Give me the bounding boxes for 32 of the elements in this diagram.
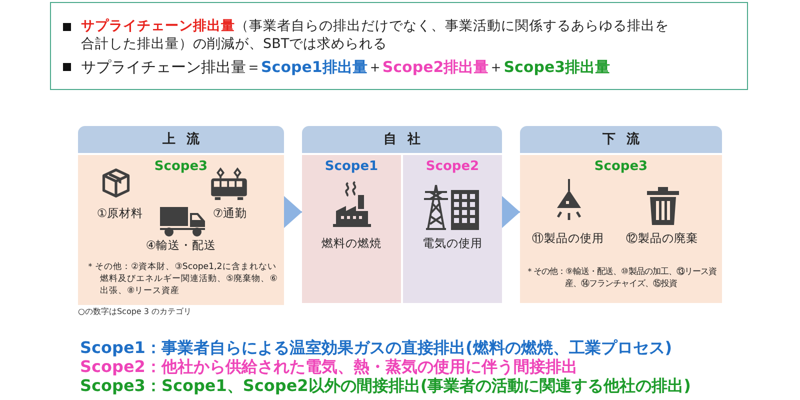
header-label: 上 流	[162, 130, 200, 149]
scope-label: Scope3	[593, 159, 649, 176]
header-bar	[302, 126, 502, 153]
header-label: 自 社	[382, 131, 422, 149]
item-label: ⑦通勤	[212, 206, 248, 220]
item-label: ⑪製品の使用	[531, 231, 605, 246]
item-label: ⑫製品の廃棄	[625, 231, 699, 246]
statement-text: サプライチェーン排出量（事業者自らの排出だけでなく、事業活動に関係するあらゆる排出を合計した排出量）の削減が、SBTでは求められる	[81, 17, 670, 53]
definition-text: Scope3：Scope1、Scope2以外の間接排出(事業者の活動に関連する他社の排出)	[80, 376, 691, 395]
formula-text: サプライチェーン排出量＝Scope1排出量＋Scope2排出量＋Scope3排出量	[81, 57, 610, 77]
scope-panel	[520, 155, 722, 303]
item-label: 電気の使用	[422, 236, 484, 250]
info-box	[50, 2, 748, 90]
header-bar	[520, 126, 722, 153]
item-label: ④輸送・配送	[144, 238, 218, 252]
arrow	[284, 196, 302, 228]
scope-panel	[78, 155, 284, 305]
scope-panel	[302, 155, 401, 303]
footnote-text: ○の数字はScope 3 のカテゴリ	[78, 307, 192, 317]
scope-panel	[403, 155, 502, 303]
note-text: ＊その他：⑨輸送・配送、⑩製品の加工、⑬リース資産、⑭フランチャイズ、⑮投資	[524, 265, 718, 289]
item-label: ①原材料	[96, 206, 144, 220]
definition-text: Scope2：他社から供給された電気、熱・蒸気の使用に伴う間接排出	[80, 357, 578, 376]
scope-label: Scope1	[324, 159, 380, 176]
note-text: ＊その他：②資本財、③Scope1,2に含まれない燃料及びエネルギー関連活動、⑤廃棄物、⑥出張、⑧リース資産	[86, 261, 278, 297]
scope-label: Scope2	[424, 159, 480, 176]
item-label: 燃料の燃焼	[320, 236, 382, 250]
arrow	[502, 196, 520, 228]
header-bar	[78, 126, 284, 153]
scope-label: Scope3	[153, 159, 209, 176]
header-label: 下 流	[602, 130, 640, 149]
definition-text: Scope1：事業者自らによる温室効果ガスの直接排出(燃料の燃焼、工業プロセス)	[80, 338, 672, 357]
